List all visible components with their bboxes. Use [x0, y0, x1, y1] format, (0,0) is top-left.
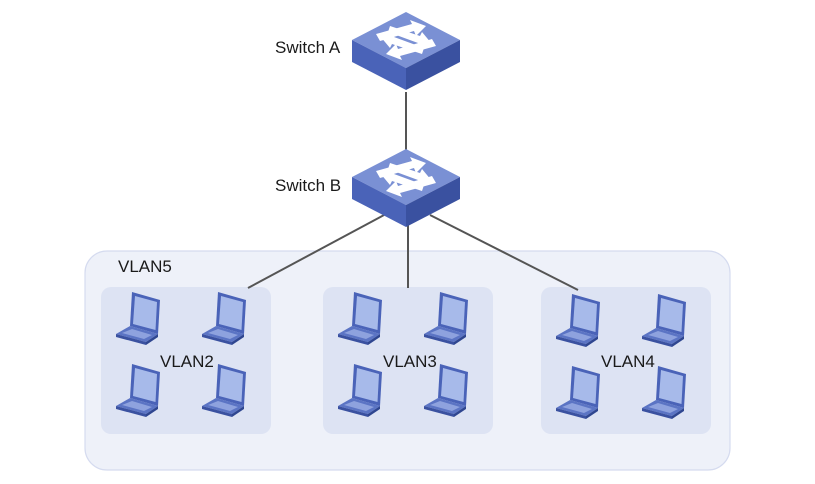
- vlan5-label: VLAN5: [118, 257, 172, 276]
- switch-b-icon: [352, 149, 460, 227]
- vlan3-label: VLAN3: [383, 352, 437, 371]
- link-b-vlan4: [429, 214, 579, 291]
- link-b-vlan2: [247, 214, 385, 289]
- vlan4-label: VLAN4: [601, 352, 655, 371]
- vlan2-label: VLAN2: [160, 352, 214, 371]
- switch-b-label: Switch B: [275, 176, 342, 195]
- switch-a-icon: [352, 12, 460, 90]
- switch-a-label: Switch A: [275, 38, 341, 57]
